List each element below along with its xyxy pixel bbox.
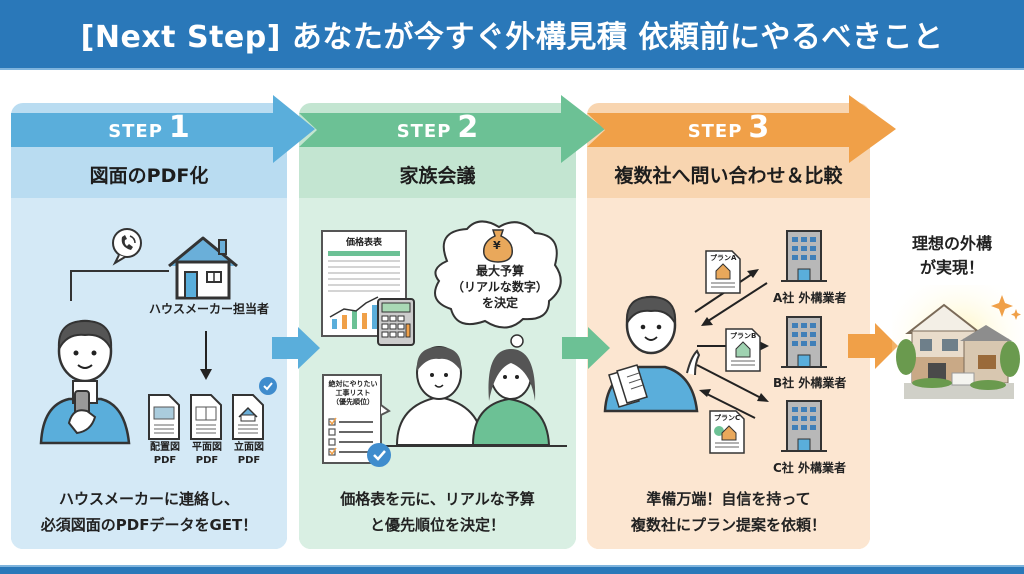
step2-illustration: [321, 220, 567, 467]
result-line: が実現！: [919, 258, 984, 277]
step1-caption: ハウスメーカーに連絡し、 必須図面のPDFデータをGET！: [11, 486, 287, 538]
step2-label: STEP 2: [299, 113, 576, 147]
plan-doc-a: [705, 250, 741, 294]
caption-line: 準備万端！自信を持って: [646, 490, 811, 508]
connector-line: [70, 270, 169, 301]
document-icon-heimenzu: [190, 394, 222, 440]
arrow-step3-to-result-icon: [848, 323, 898, 369]
step1-banner: STEP 1: [11, 95, 315, 163]
plan-label-b: プランB: [730, 332, 757, 340]
step3-card: 複数社へ問い合わせ＆比較: [587, 103, 870, 549]
plan-label-c: プランC: [714, 414, 741, 422]
step-number: 3: [748, 110, 770, 145]
header-bar: [Next Step] あなたが今すぐ外構見積 依頼前にやるべきこと: [0, 0, 1024, 70]
document-icon-haichizu: [148, 394, 180, 440]
result-line: 理想の外構: [911, 234, 992, 253]
doc-label-haichizu: 配置図 PDF: [148, 441, 182, 467]
step2-arrow-shape: [299, 95, 605, 163]
down-arrow-icon: [200, 369, 212, 380]
contact-label: ハウスメーカー担当者: [149, 302, 270, 316]
company-label-b: B社 外構業者: [773, 376, 847, 390]
step3-banner: STEP 3: [587, 95, 896, 163]
company-label-a: A社 外構業者: [773, 291, 847, 305]
step-number: 2: [457, 110, 479, 145]
caption-line: 価格表を元に、リアルな予算: [340, 490, 535, 508]
price-sheet-title: 価格表表: [346, 238, 383, 248]
plan-label-a: プランA: [710, 254, 737, 262]
calculator-icon: [377, 298, 415, 346]
step3-illustration: [603, 230, 827, 454]
house-exterior: [904, 303, 1014, 399]
arrow-head: [699, 389, 711, 397]
plan-doc-c: [709, 410, 745, 454]
house-icon: [168, 236, 238, 300]
building-icon-c: [781, 400, 827, 452]
caption-line: 複数社にプラン提案を依頼！: [630, 516, 826, 534]
building-icon-a: [781, 230, 827, 282]
phone-call-bubble-icon: [112, 228, 142, 266]
bubble-line: を決定: [481, 296, 518, 310]
step-word: STEP: [687, 121, 743, 142]
plan-doc-b: [725, 328, 761, 372]
arrow-head: [757, 393, 769, 402]
thought-bubble: [434, 220, 562, 359]
money-symbol: ¥: [493, 239, 501, 252]
doc-format: PDF: [153, 455, 177, 466]
doc-format: PDF: [195, 455, 219, 466]
step3-arrow-shape: [587, 95, 896, 163]
person-with-phone-icon: [39, 319, 131, 445]
step1-arrow-shape: [11, 95, 315, 163]
garden-plants: [896, 339, 1020, 390]
step1-card: 図面のPDF化: [11, 103, 287, 549]
doc-format: PDF: [237, 455, 261, 466]
step1-label: STEP 1: [11, 113, 287, 147]
arrow-step2-to-step3-icon: [562, 327, 610, 369]
step1-title: 図面のPDF化: [89, 165, 209, 187]
caption-line: と優先順位を決定！: [369, 516, 505, 534]
step3-title: 複数社へ問い合わせ＆比較: [614, 165, 843, 187]
couple-icon: [377, 346, 567, 447]
building-icon-b: [781, 316, 827, 368]
doc-name: 平面図: [192, 442, 222, 453]
checklist-line: （優先順位）: [332, 398, 374, 406]
step1-body: [11, 198, 287, 549]
doc-name: 配置図: [150, 442, 180, 453]
sparkle-icon: [991, 295, 1021, 320]
thought-bubble-text: 最大予算 （リアルな数字） を決定: [439, 263, 561, 311]
doc-name: 立面図: [234, 442, 264, 453]
caption-line: ハウスメーカーに連絡し、: [58, 490, 239, 508]
finished-house-image: [892, 285, 1024, 405]
checklist-line: 工事リスト: [335, 389, 371, 397]
document-icon-ritsumenzu: [232, 394, 264, 440]
caption-line: 必須図面のPDFデータをGET！: [40, 516, 258, 534]
step-number: 1: [168, 110, 190, 145]
footer-bar: [0, 565, 1024, 574]
arrow-head: [701, 317, 713, 326]
checklist-title: 絶対にやりたい 工事リスト （優先順位）: [325, 380, 381, 407]
doc-label-heimenzu: 平面図 PDF: [190, 441, 224, 467]
doc-label-ritsumenzu: 立面図 PDF: [232, 441, 266, 467]
checklist-line: 絶対にやりたい: [328, 380, 378, 388]
step2-title: 家族会議: [399, 165, 476, 187]
page-title: [Next Step] あなたが今すぐ外構見積 依頼前にやるべきこと: [80, 20, 944, 55]
check-badge-icon: [367, 443, 391, 467]
step3-label: STEP 3: [587, 113, 870, 147]
money-bag-icon: [482, 229, 514, 263]
step3-caption: 準備万端！自信を持って 複数社にプラン提案を依頼！: [587, 486, 870, 538]
bubble-line: 最大予算: [475, 264, 524, 278]
arrow-head: [759, 341, 769, 351]
arrow-head: [747, 269, 759, 278]
step2-card: 家族会議: [299, 103, 576, 549]
step-word: STEP: [396, 121, 452, 142]
person-with-plans-icon: [603, 295, 701, 413]
step-word: STEP: [108, 121, 163, 142]
result-title: 理想の外構 が実現！: [880, 232, 1024, 280]
company-label-c: C社 外構業者: [773, 461, 846, 475]
check-badge-icon: [259, 377, 277, 395]
step2-caption: 価格表を元に、リアルな予算 と優先順位を決定！: [299, 486, 576, 538]
arrow-step1-to-step2-icon: [272, 327, 320, 369]
step1-illustration: [39, 228, 277, 445]
bubble-line: （リアルな数字）: [452, 280, 548, 294]
step2-banner: STEP 2: [299, 95, 605, 163]
